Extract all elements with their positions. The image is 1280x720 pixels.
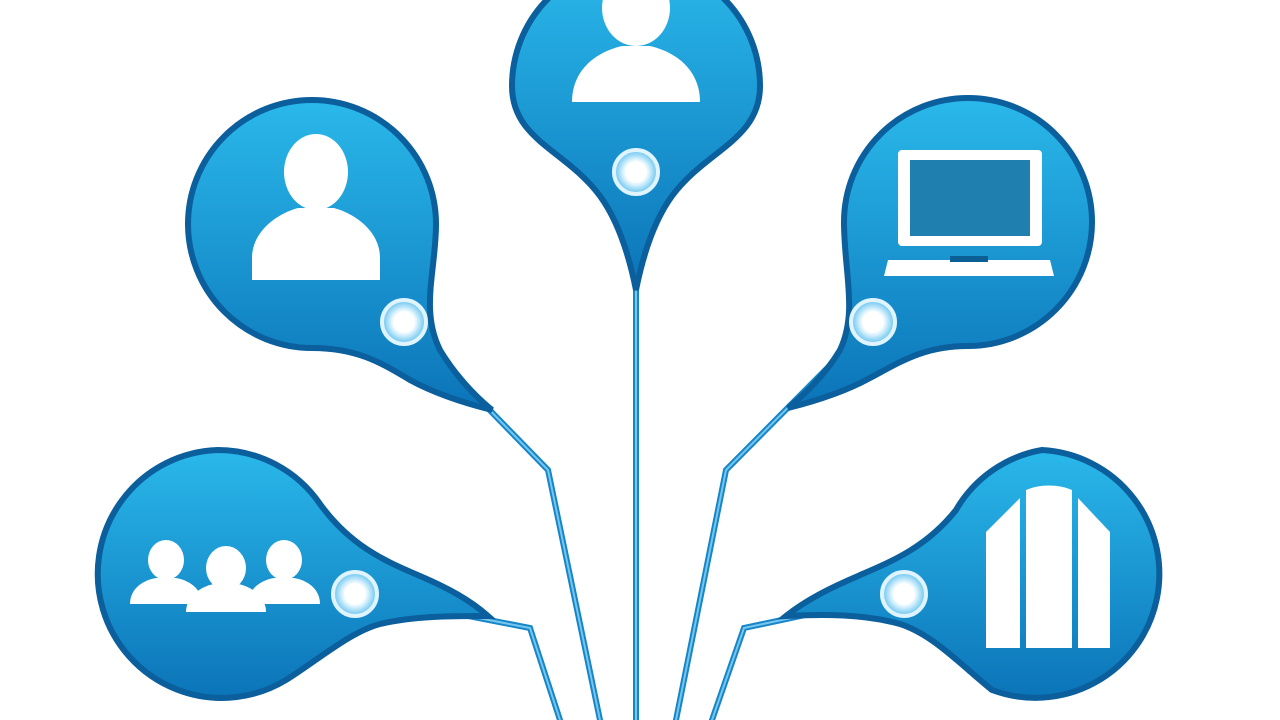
building-icon [986,485,1110,648]
laptop-icon [884,150,1054,276]
pin-building [776,446,1163,701]
user-icon [252,134,380,280]
pin-group [94,446,496,701]
pin-user-left [185,96,494,413]
group-icon [130,540,320,612]
pin-user-top [508,0,764,291]
pin-laptop [786,94,1095,411]
user-icon [572,0,700,102]
